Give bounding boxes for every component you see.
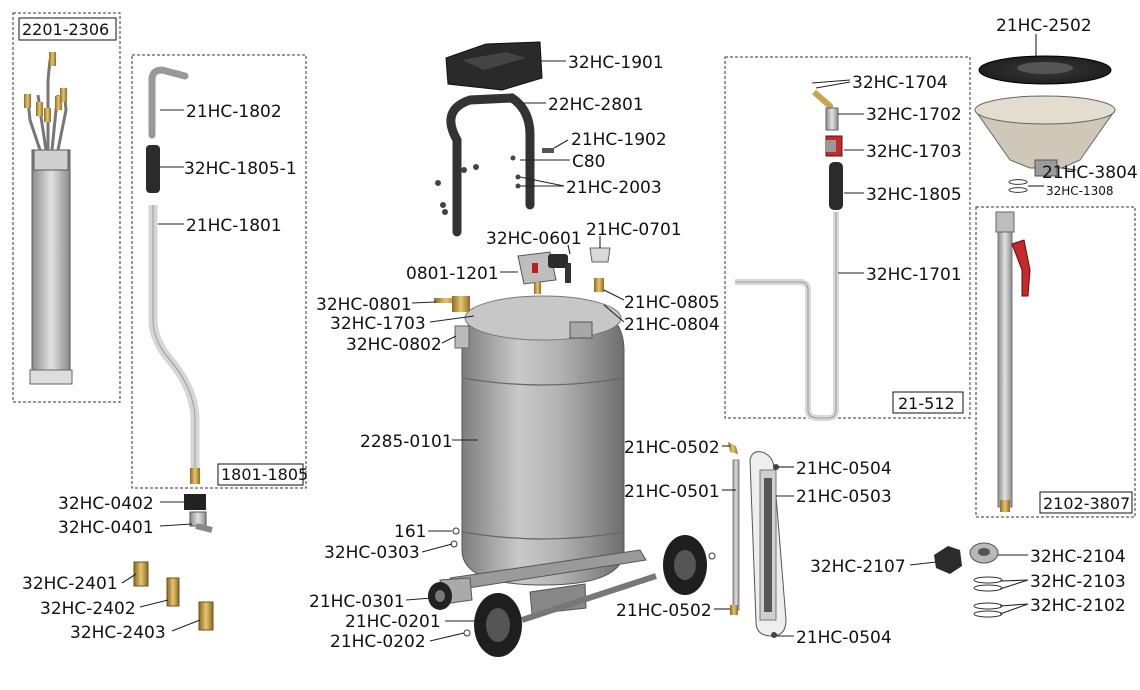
leader-lines — [121, 34, 1077, 642]
label-32hc-2401: 32HC-2401 — [22, 574, 118, 594]
label-32hc-1702: 32HC-1702 — [866, 105, 962, 125]
label-c80: C80 — [572, 152, 606, 172]
label-32hc-1901: 32HC-1901 — [568, 53, 664, 73]
group-box-21-512: 21-512 — [724, 56, 971, 419]
label-32hc-0402: 32HC-0402 — [58, 494, 154, 514]
label-32hc-1805: 32HC-1805 — [866, 185, 962, 205]
label-21hc-0502-bottom: 21HC-0502 — [616, 601, 712, 621]
top-fitting-illustration — [589, 247, 611, 292]
gauge-valve-illustration — [517, 251, 571, 294]
label-21hc-0201: 21HC-0201 — [345, 612, 441, 632]
label-21hc-0503: 21HC-0503 — [796, 487, 892, 507]
funnel-lid-illustration — [978, 55, 1112, 85]
label-21hc-1801: 21HC-1801 — [186, 216, 282, 236]
level-gauge-illustration — [728, 442, 787, 638]
label-21hc-1802: 21HC-1802 — [186, 102, 282, 122]
brass-couplers-illustration — [133, 561, 214, 631]
front-wheel-illustration — [428, 582, 452, 610]
group-box-2102-3807: 2102-3807 — [975, 206, 1136, 518]
knob-illustration — [934, 546, 962, 574]
group-box-2201-2306: 2201-2306 — [12, 12, 121, 403]
swivel-fitting-illustration — [184, 494, 213, 533]
label-21hc-3804: 21HC-3804 — [1042, 163, 1138, 183]
label-32hc-1703: 32HC-1703 — [866, 142, 962, 162]
label-21hc-1902: 21HC-1902 — [571, 130, 667, 150]
small-orings-illustration — [1008, 179, 1028, 193]
group-label-1801-1805: 1801-1805 — [221, 465, 308, 484]
funnel-illustration — [974, 95, 1116, 177]
drain-pipe-illustration — [995, 211, 1031, 512]
label-32hc-0802: 32HC-0802 — [346, 335, 442, 355]
label-32hc-2402: 32HC-2402 — [40, 599, 136, 619]
label-21hc-2003: 21HC-2003 — [566, 178, 662, 198]
nut-illustration — [969, 542, 999, 564]
handle-frame-illustration — [435, 93, 554, 237]
label-21hc-0504-top: 21HC-0504 — [796, 459, 892, 479]
label-32hc-1308: 32HC-1308 — [1046, 184, 1114, 198]
probe-tube-illustration — [735, 89, 843, 421]
label-21hc-2502: 21HC-2502 — [996, 16, 1092, 36]
label-32hc-2103: 32HC-2103 — [1030, 572, 1126, 592]
part-labels: 21HC-1802 32HC-1805-1 21HC-1801 32HC-040… — [22, 16, 1138, 652]
label-21hc-0301: 21HC-0301 — [309, 592, 405, 612]
label-32hc-0303: 32HC-0303 — [324, 543, 420, 563]
label-32hc-2102: 32HC-2102 — [1030, 596, 1126, 616]
rear-wheel-illustration — [474, 535, 716, 657]
label-21hc-0202: 21HC-0202 — [330, 632, 426, 652]
orings-illustration — [973, 576, 1003, 618]
group-label-21-512: 21-512 — [898, 394, 955, 413]
label-21hc-0701: 21HC-0701 — [586, 220, 682, 240]
group-box-1801-1805: 1801-1805 — [131, 54, 308, 489]
label-32hc-1805-1: 32HC-1805-1 — [184, 159, 297, 179]
label-32hc-1703-tank: 32HC-1703 — [330, 314, 426, 334]
label-32hc-2104: 32HC-2104 — [1030, 547, 1126, 567]
cart-base-illustration — [439, 549, 657, 623]
label-32hc-2403: 32HC-2403 — [70, 623, 166, 643]
label-22hc-2801: 22HC-2801 — [548, 95, 644, 115]
label-32hc-1701: 32HC-1701 — [866, 265, 962, 285]
label-21hc-0502-top: 21HC-0502 — [624, 438, 720, 458]
suction-tube-illustration — [146, 66, 200, 484]
label-32hc-0601: 32HC-0601 — [486, 229, 582, 249]
pipe-bundle-illustration — [24, 52, 73, 385]
group-label-2102-3807: 2102-3807 — [1043, 494, 1130, 513]
label-32hc-0401: 32HC-0401 — [58, 518, 154, 538]
handle-tray-illustration — [445, 41, 543, 91]
label-21hc-0501: 21HC-0501 — [624, 482, 720, 502]
tank-body-illustration — [454, 295, 625, 586]
label-2285-0101: 2285-0101 — [360, 432, 453, 452]
label-32hc-2107: 32HC-2107 — [810, 557, 906, 577]
label-21hc-0804: 21HC-0804 — [624, 315, 720, 335]
label-32hc-0801: 32HC-0801 — [316, 295, 412, 315]
group-label-2201-2306: 2201-2306 — [22, 20, 109, 39]
label-21hc-0504-bottom: 21HC-0504 — [796, 628, 892, 648]
label-161: 161 — [394, 522, 426, 542]
label-32hc-1704: 32HC-1704 — [852, 73, 948, 93]
label-21hc-0805: 21HC-0805 — [624, 293, 720, 313]
label-0801-1201: 0801-1201 — [406, 264, 499, 284]
